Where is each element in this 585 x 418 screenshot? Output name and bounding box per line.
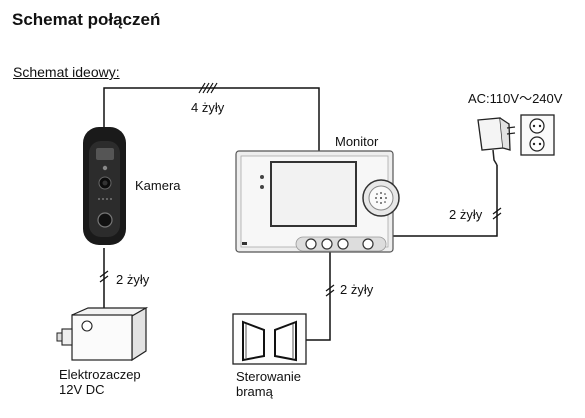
lock-label-line1: Elektrozaczep — [59, 367, 141, 382]
hash-4-wires — [198, 82, 218, 94]
hash-monitor-power — [492, 207, 502, 220]
hash-monitor-gate — [325, 284, 335, 297]
wire-hash-marks — [99, 82, 502, 297]
lock-label-line2: 12V DC — [59, 382, 105, 397]
wire-label-monitor-power: 2 żyły — [449, 207, 483, 222]
power-adapter-icon — [477, 117, 516, 166]
wires — [103, 87, 498, 341]
wire-monitor-power — [392, 165, 498, 237]
camera-icon — [83, 127, 126, 245]
power-label: AC:110V〜240V — [468, 91, 563, 106]
gate-icon — [232, 313, 307, 365]
wire-camera-monitor — [103, 87, 320, 152]
wire-label-camera-lock: 2 żyły — [116, 272, 150, 287]
power-socket-icon — [520, 114, 555, 156]
camera-label: Kamera — [135, 178, 181, 193]
hash-camera-lock — [99, 270, 109, 283]
electric-lock-icon — [56, 306, 149, 362]
page-title: Schemat połączeń — [12, 10, 161, 29]
diagram-subtitle: Schemat ideowy: — [13, 64, 120, 80]
wire-label-camera-monitor: 4 żyły — [191, 100, 225, 115]
gate-label-line2: bramą — [236, 384, 274, 399]
wire-monitor-gate — [306, 252, 331, 341]
wire-label-monitor-gate: 2 żyły — [340, 282, 374, 297]
monitor-icon — [235, 150, 400, 253]
monitor-label: Monitor — [335, 134, 379, 149]
gate-label-line1: Sterowanie — [236, 369, 301, 384]
